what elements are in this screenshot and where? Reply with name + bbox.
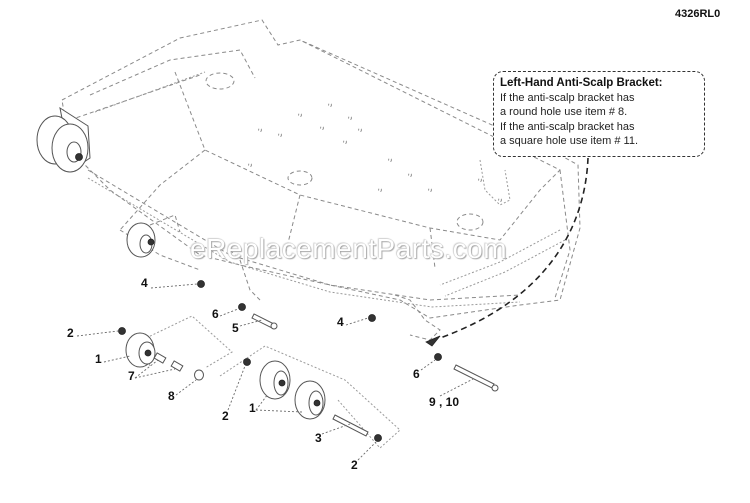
note-line: a round hole use item # 8.: [500, 106, 628, 118]
callout-number: 5: [232, 321, 239, 335]
note-line: If the anti-scalp bracket has: [500, 91, 635, 104]
note-line: a square hole use item # 11.: [500, 135, 638, 147]
nut-item-4b: [368, 314, 376, 322]
callout-number: 9 , 10: [429, 395, 460, 409]
leader-lines: [76, 283, 476, 461]
callout-number: 2: [67, 326, 74, 340]
mower-deck-outline: [61, 19, 581, 341]
bushing-item-8: [194, 369, 204, 381]
callout-number: 2: [222, 409, 229, 423]
callout-number: 3: [315, 431, 322, 445]
watermark-text: eReplacementParts.com: [190, 233, 508, 264]
shaft-item-3: [332, 414, 369, 437]
callout-number: 8: [168, 389, 175, 403]
mounted-roller-front: [126, 214, 181, 258]
nut-item-6b: [434, 353, 442, 361]
exploded-parts-left-group: [118, 280, 278, 381]
diagram-id-label: 4326RL0: [675, 8, 721, 20]
callout-number: 7: [128, 369, 135, 383]
exploded-parts-center-group: [219, 345, 401, 449]
nut-item-2: [118, 327, 126, 335]
callout-number: 6: [212, 307, 219, 321]
note-callout-arc: [439, 157, 589, 339]
spacer-item-7b: [170, 360, 184, 372]
nut-item-2: [243, 358, 251, 366]
anti-scalp-bracket-note: Left-Hand Anti-Scalp Bracket: If the ant…: [493, 71, 705, 157]
nut-item-6: [238, 303, 246, 311]
note-line: If the anti-scalp bracket has: [500, 120, 635, 133]
bolt-item-9-10: [453, 364, 495, 389]
callout-number: 6: [413, 367, 420, 381]
callout-number: 4: [337, 315, 344, 329]
spacer-item-7a: [153, 352, 167, 364]
nut-item-4: [197, 280, 205, 288]
callout-number: 4: [141, 276, 148, 290]
callout-number: 1: [95, 352, 102, 366]
mounted-roller-rear: [36, 106, 91, 173]
nut-item-2b: [374, 434, 382, 442]
arrow-head-icon: [425, 335, 441, 347]
note-title: Left-Hand Anti-Scalp Bracket:: [500, 77, 663, 89]
exploded-parts-right-group: [368, 314, 499, 392]
callout-number: 2: [351, 458, 358, 472]
callout-number: 1: [249, 401, 256, 415]
